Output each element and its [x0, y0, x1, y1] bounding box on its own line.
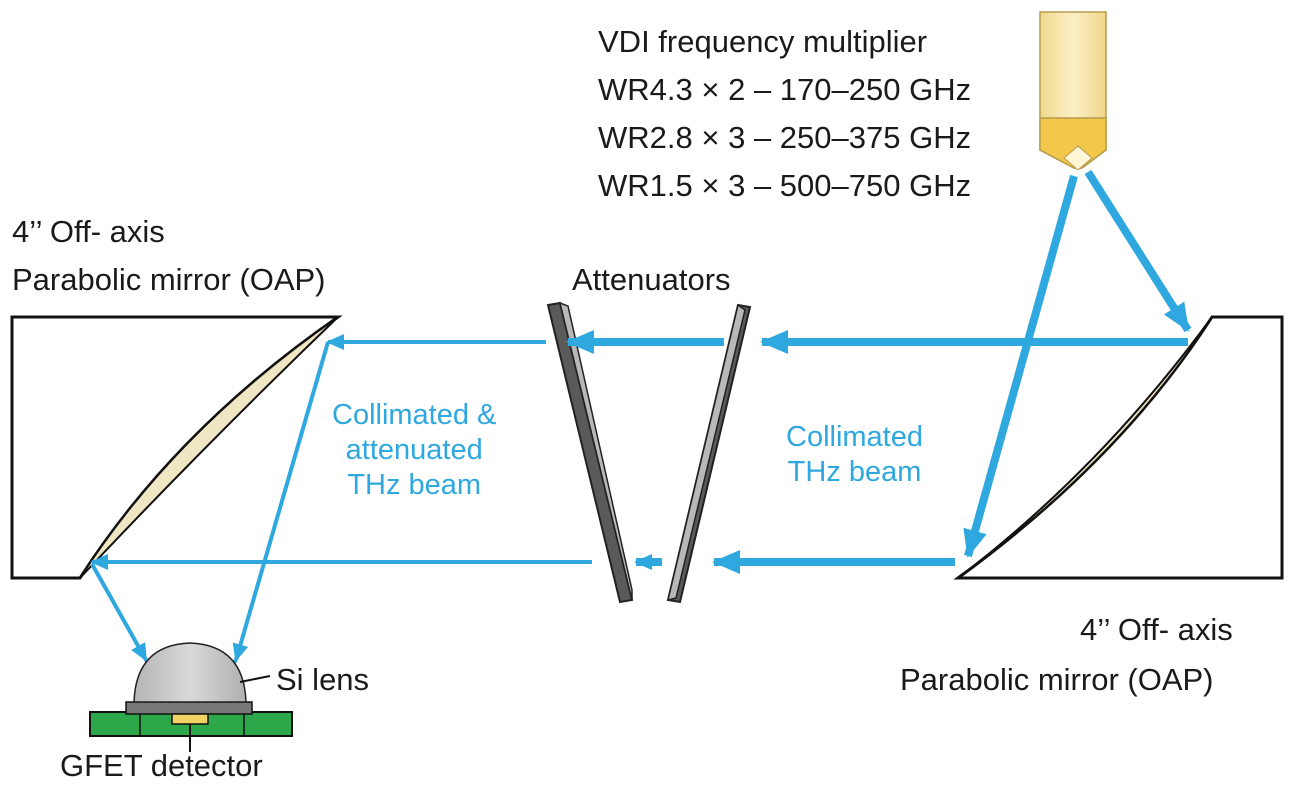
detector-assembly: [89, 642, 293, 752]
right-mirror-label-line2: Parabolic mirror (OAP): [900, 662, 1214, 697]
beam-right-label-line1: Collimated: [786, 421, 923, 453]
beam-left-label-line2: attenuated: [345, 433, 483, 466]
beam-right-label: Collimated THz beam: [786, 420, 923, 490]
beam-focus-from-bottom: [90, 563, 148, 662]
left-mirror-label-line2: Parabolic mirror (OAP): [12, 262, 326, 297]
beam-left-label-line3: THz beam: [347, 468, 482, 501]
beam-right-label-line2: THz beam: [787, 455, 922, 488]
attenuators-label: Attenuators: [572, 262, 731, 297]
beam-left-label-line1: Collimated &: [332, 399, 497, 431]
left-mirror-label-line1: 4’’ Off- axis: [12, 214, 165, 249]
beam-focus-from-top: [232, 341, 330, 662]
lens-base: [125, 701, 253, 715]
source-band-3: WR1.5 × 3 – 500–750 GHz: [598, 168, 972, 203]
attenuator-1: [546, 301, 634, 604]
source-band-2: WR2.8 × 3 – 250–375 GHz: [598, 120, 972, 155]
thz-beam-paths: [90, 169, 1192, 717]
left-oap-mirror: [10, 315, 343, 580]
frequency-multiplier-horn: [1039, 11, 1107, 171]
gfet-chip: [171, 713, 209, 725]
beam-source-to-right-mirror: [1084, 169, 1192, 333]
gfet-detector-label: GFET detector: [60, 748, 263, 783]
si-lens-label: Si lens: [276, 662, 370, 697]
right-oap-mirror: [953, 315, 1284, 580]
beam-left-label: Collimated & attenuated THz beam: [332, 398, 496, 502]
source-title: VDI frequency multiplier: [598, 24, 928, 59]
si-lens: [133, 642, 247, 703]
right-mirror-label-line1: 4’’ Off- axis: [1080, 612, 1233, 647]
attenuator-2: [666, 303, 752, 604]
beam-source-to-right-mirror-bottom: [963, 174, 1078, 558]
source-band-1: WR4.3 × 2 – 170–250 GHz: [598, 72, 972, 107]
lens-leader-line: [239, 675, 271, 683]
